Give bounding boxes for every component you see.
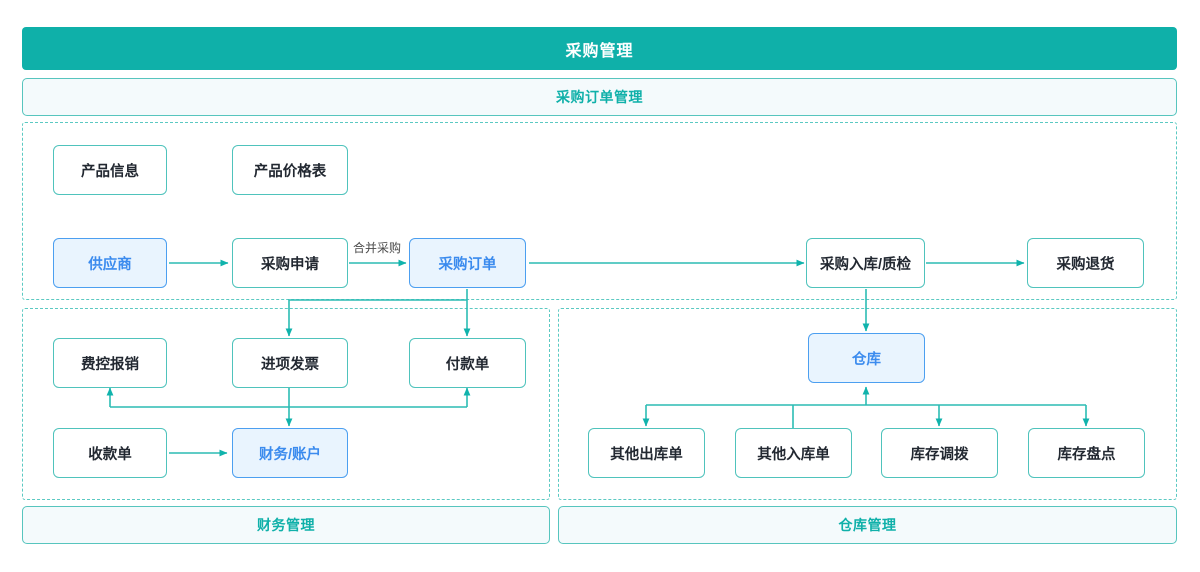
edge-label-merge-purchase: 合并采购 (351, 239, 404, 256)
node-expense-claim[interactable]: 费控报销 (53, 338, 167, 388)
node-receipt-order[interactable]: 收款单 (53, 428, 167, 478)
node-warehouse[interactable]: 仓库 (808, 333, 925, 383)
node-receipt-qc[interactable]: 采购入库/质检 (806, 238, 925, 288)
edge-order-to-invoice (285, 299, 467, 337)
node-other-inbound[interactable]: 其他入库单 (735, 428, 852, 478)
node-finance-account[interactable]: 财务/账户 (232, 428, 348, 478)
page-title: 采购管理 (22, 27, 1177, 70)
section-header-warehouse[interactable]: 仓库管理 (558, 506, 1177, 544)
node-purchase-order[interactable]: 采购订单 (409, 238, 526, 288)
section-header-finance[interactable]: 财务管理 (22, 506, 550, 544)
node-input-invoice[interactable]: 进项发票 (232, 338, 348, 388)
node-other-outbound[interactable]: 其他出库单 (588, 428, 705, 478)
node-product-info[interactable]: 产品信息 (53, 145, 167, 195)
section-header-purchase-order[interactable]: 采购订单管理 (22, 78, 1177, 116)
node-price-list[interactable]: 产品价格表 (232, 145, 348, 195)
node-purchase-return[interactable]: 采购退货 (1027, 238, 1144, 288)
node-supplier[interactable]: 供应商 (53, 238, 167, 288)
section-box-finance (22, 308, 550, 500)
node-stock-count[interactable]: 库存盘点 (1028, 428, 1145, 478)
node-payment-order[interactable]: 付款单 (409, 338, 526, 388)
section-box-purchase-order (22, 122, 1177, 300)
node-purchase-request[interactable]: 采购申请 (232, 238, 348, 288)
node-stock-transfer[interactable]: 库存调拨 (881, 428, 998, 478)
section-box-warehouse (558, 308, 1177, 500)
